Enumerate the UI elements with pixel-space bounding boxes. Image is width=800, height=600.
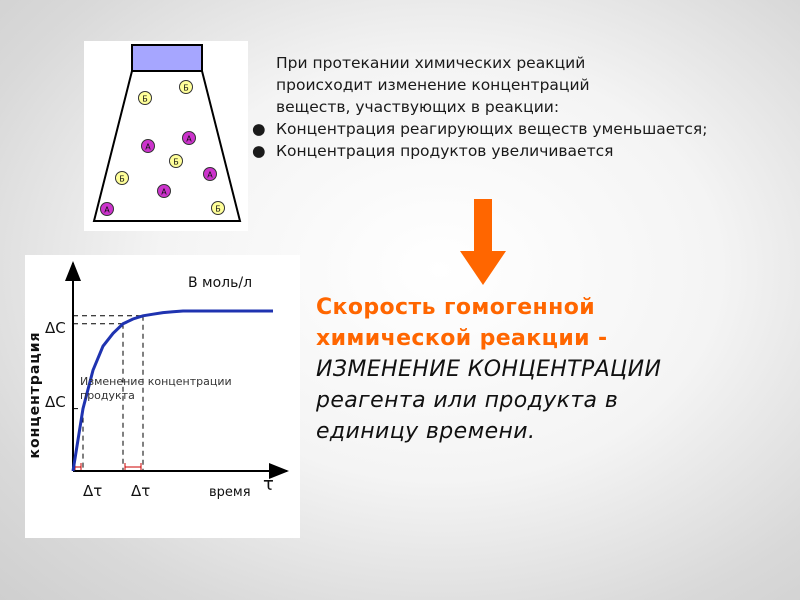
bullet-item: ● Концентрация продуктов увеличивается bbox=[252, 140, 722, 162]
flask-illustration: Б Б А А Б Б А А А Б bbox=[84, 41, 248, 231]
particle-label: А bbox=[104, 206, 110, 215]
particle-b bbox=[115, 171, 129, 185]
intro-text: При протекании химических реакций происх… bbox=[252, 52, 722, 162]
flask-neck bbox=[131, 44, 203, 72]
annotation-line-1: Изменение концентрации bbox=[80, 375, 232, 388]
y-axis-label: концентрация bbox=[27, 331, 43, 458]
particle-label: Б bbox=[173, 158, 179, 167]
particle-label: А bbox=[145, 143, 151, 152]
particle-b bbox=[169, 154, 183, 168]
particle-b bbox=[138, 91, 152, 105]
chart-svg: концентрация В моль/л ΔC ΔC Δτ Δτ время … bbox=[27, 261, 289, 500]
particle-b bbox=[211, 201, 225, 215]
x-tick-label: Δτ bbox=[83, 482, 102, 500]
particle-label: Б bbox=[142, 95, 148, 104]
definition-italic-2: реагента или продукта в bbox=[316, 388, 619, 413]
particle-a bbox=[157, 184, 171, 198]
y-tick-label: ΔC bbox=[45, 393, 66, 411]
bullet-marker: ● bbox=[252, 142, 266, 160]
concentration-curve bbox=[71, 309, 273, 472]
intro-line-2: происходит изменение концентраций bbox=[276, 76, 590, 94]
definition-italic-3: единицу времени. bbox=[316, 419, 536, 444]
x-tick-label: Δτ bbox=[131, 482, 150, 500]
bullet-marker: ● bbox=[252, 120, 266, 138]
annotation-line-2: продукта bbox=[80, 389, 135, 402]
chart-guides bbox=[73, 315, 144, 471]
particle-label: А bbox=[161, 188, 167, 197]
definition-italic-1: ИЗМЕНЕНИЕ КОНЦЕНТРАЦИИ bbox=[316, 357, 662, 382]
particle-b bbox=[179, 80, 193, 94]
particle-a bbox=[141, 139, 155, 153]
particle-label: Б bbox=[183, 84, 189, 93]
definition-bold-1: Скорость гомогенной bbox=[316, 295, 596, 320]
curve-label: В моль/л bbox=[188, 275, 252, 291]
definition-text: Скорость гомогенной химической реакции -… bbox=[316, 292, 786, 447]
intro-bullets: ● Концентрация реагирующих веществ умень… bbox=[252, 118, 722, 162]
particle-a bbox=[182, 131, 196, 145]
particle-label: Б bbox=[215, 205, 221, 214]
intro-line-3: веществ, участвующих в реакции: bbox=[276, 98, 560, 116]
bullet-text: Концентрация продуктов увеличивается bbox=[276, 142, 614, 160]
particle-a bbox=[203, 167, 217, 181]
down-arrow-icon bbox=[460, 199, 506, 285]
particle-label: А bbox=[186, 135, 192, 144]
flask-body bbox=[92, 70, 242, 222]
x-axis-symbol: τ bbox=[263, 474, 274, 495]
particle-label: Б bbox=[119, 175, 125, 184]
intro-line-1: При протекании химических реакций bbox=[276, 54, 586, 72]
particle-label: А bbox=[207, 171, 213, 180]
bullet-item: ● Концентрация реагирующих веществ умень… bbox=[252, 118, 722, 140]
flask-particles: Б Б А А Б Б А А А Б bbox=[100, 80, 225, 216]
y-tick-label: ΔC bbox=[45, 319, 66, 337]
bullet-text: Концентрация реагирующих веществ уменьша… bbox=[276, 120, 708, 138]
flask-svg: Б Б А А Б Б А А А Б bbox=[92, 44, 242, 222]
particle-a bbox=[100, 202, 114, 216]
concentration-chart: концентрация В моль/л ΔC ΔC Δτ Δτ время … bbox=[25, 255, 300, 538]
x-axis-label: время bbox=[209, 485, 251, 500]
definition-bold-2: химической реакции - bbox=[316, 326, 608, 351]
